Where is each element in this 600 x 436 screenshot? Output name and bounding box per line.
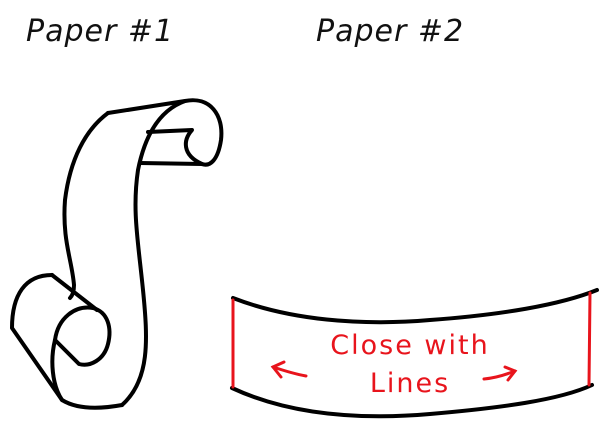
banner-label-line-1: Close with <box>330 330 490 361</box>
paper-2-title: Paper #2 <box>316 14 465 49</box>
paper-1-title: Paper #1 <box>26 14 175 49</box>
banner-label-line-2: Lines <box>369 368 451 399</box>
right-arrow-icon <box>482 365 518 382</box>
left-arrow-icon <box>270 360 308 379</box>
scroll-drawing <box>10 98 224 410</box>
banner-drawing <box>230 288 599 419</box>
